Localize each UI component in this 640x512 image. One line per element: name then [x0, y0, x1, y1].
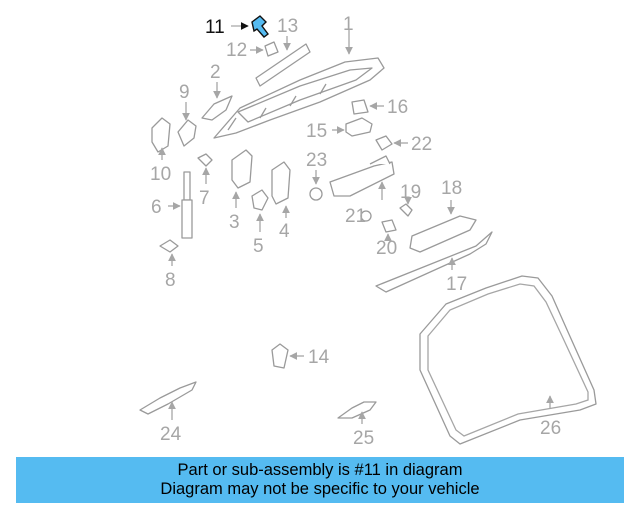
part-11-fastener-highlighted[interactable]: [251, 15, 269, 38]
part-8-stud[interactable]: [159, 239, 179, 253]
callout-16: 16: [387, 97, 408, 118]
part-19-cylinder[interactable]: [399, 203, 413, 217]
callout-25: 25: [353, 428, 374, 449]
part-4-bracket[interactable]: [271, 161, 291, 205]
callout-11: 11: [205, 17, 225, 38]
callout-22: 22: [411, 134, 432, 155]
callout-15: 15: [306, 121, 327, 142]
part-22-cap[interactable]: [375, 135, 393, 151]
callout-2: 2: [210, 62, 221, 83]
callout-19: 19: [400, 182, 421, 203]
part-18-handle[interactable]: [409, 215, 477, 253]
callout-6: 6: [151, 197, 162, 218]
callout-17: 17: [446, 274, 467, 295]
part-2-bracket[interactable]: [201, 95, 233, 121]
callout-18: 18: [441, 178, 462, 199]
part-15-actuator[interactable]: [345, 117, 373, 137]
callout-3: 3: [229, 212, 240, 233]
part-9-hinge[interactable]: [177, 119, 197, 147]
part-12-clip[interactable]: [264, 41, 279, 57]
callout-26: 26: [540, 418, 561, 439]
part-16-switch[interactable]: [351, 99, 369, 115]
banner-line-1: Part or sub-assembly is #11 in diagram: [177, 461, 463, 479]
callout-7: 7: [199, 188, 210, 209]
part-3-hinge-bracket[interactable]: [231, 149, 253, 189]
callout-1: 1: [343, 14, 354, 35]
part-14-cushion[interactable]: [271, 343, 289, 369]
callout-5: 5: [253, 236, 264, 257]
part-5-latch-plate[interactable]: [251, 189, 269, 211]
part-20-seal[interactable]: [381, 219, 397, 233]
callout-9: 9: [179, 82, 190, 103]
part-25-cable[interactable]: [337, 401, 377, 419]
callout-13: 13: [277, 16, 298, 37]
callout-8: 8: [165, 270, 176, 291]
callout-24: 24: [160, 424, 182, 445]
part-13-garnish-strip[interactable]: [255, 43, 311, 87]
callout-14: 14: [308, 347, 330, 368]
part-10-bumper[interactable]: [151, 117, 171, 153]
callout-23: 23: [306, 150, 327, 171]
part-24-bracket[interactable]: [139, 381, 197, 415]
banner-line-2: Diagram may not be specific to your vehi…: [160, 480, 480, 498]
part-21-lock-assembly[interactable]: [329, 155, 395, 197]
parts-diagram: 1 13 12 11 2 9 10 7 6: [139, 14, 597, 449]
callout-10: 10: [150, 164, 171, 185]
part-23-grommet[interactable]: [309, 187, 323, 201]
part-26-weatherstrip[interactable]: [419, 275, 597, 445]
part-1-upper-panel[interactable]: [213, 57, 385, 139]
callout-4: 4: [279, 221, 290, 242]
callout-20: 20: [376, 238, 397, 259]
callout-21: 21: [345, 206, 366, 227]
callout-12: 12: [226, 40, 247, 61]
part-6-support-strut[interactable]: [181, 171, 193, 239]
info-banner: Part or sub-assembly is #11 in diagram D…: [16, 457, 624, 503]
part-7-ball-stud[interactable]: [197, 153, 213, 167]
part-17-garnish[interactable]: [375, 231, 493, 293]
